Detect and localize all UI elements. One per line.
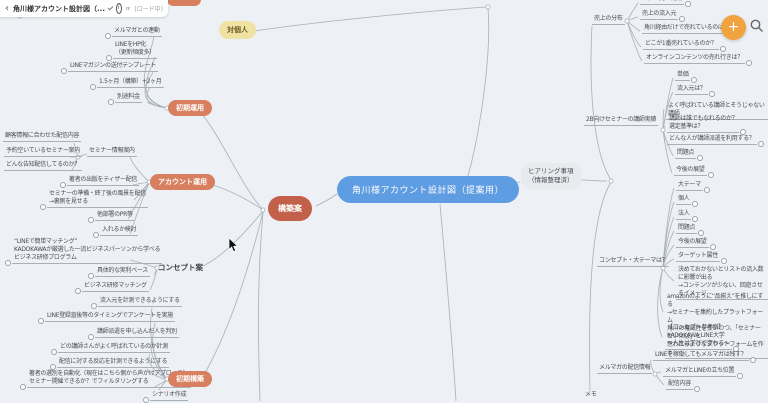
hub-shoki-unyo[interactable]: 初期運用 bbox=[168, 100, 212, 116]
branch-kochikuan[interactable]: 構築案 bbox=[268, 196, 312, 221]
mindmap-leaf[interactable]: 単価 bbox=[675, 71, 699, 83]
hub-concept-an[interactable]: コンセプト案 bbox=[158, 263, 203, 272]
document-toolbar: ‹ 角川様アカウント設計図（... i (ロード中) bbox=[0, 0, 168, 17]
mindmap-leaf[interactable]: 問題点 bbox=[675, 149, 704, 161]
mindmap-leaf[interactable]: 入れるか検討 bbox=[92, 226, 139, 238]
mindmap-leaf[interactable]: ビジネス研修マッチング bbox=[75, 282, 149, 294]
mindmap-leaf[interactable]: 売上の流入元 bbox=[640, 10, 686, 22]
cloud-upload-icon bbox=[125, 6, 131, 10]
mindmap-parent[interactable]: 売上の分布 bbox=[592, 15, 625, 25]
mindmap-leaf[interactable]: 個人 bbox=[676, 195, 700, 207]
mindmap-leaf[interactable]: どんな告知配信してるのか？ bbox=[4, 161, 82, 171]
mindmap-leaf[interactable]: 配信内容 bbox=[666, 380, 700, 392]
mindmap-leaf[interactable]: メルマガとLINEの立ち位置 bbox=[663, 367, 744, 379]
mindmap-leaf[interactable]: どの講師さんがよく呼ばれているのか計測 bbox=[51, 343, 170, 355]
mindmap-leaf[interactable]: よく呼ばれている講師とそうじゃない講師 bbox=[666, 102, 768, 120]
mindmap-leaf[interactable]: 講師派遣を申し込んだ人を判別 bbox=[88, 328, 179, 340]
mindmap-leaf[interactable]: LINEマガジンの送付テンプレート bbox=[60, 62, 159, 74]
mindmap-leaf[interactable]: LINE登録直後等のタイミングでアンケートを実施 bbox=[38, 312, 175, 324]
memo-node[interactable]: メモ bbox=[585, 391, 597, 398]
mindmap-leaf[interactable]: 上位の売上構成 bbox=[640, 0, 691, 7]
mindmap-leaf[interactable]: 流入元は？ bbox=[675, 85, 714, 97]
mindmap-leaf[interactable]: オンラインコンテンツの売れ行きは？ bbox=[644, 54, 752, 66]
mindmap-leaf[interactable]: 流入元を計測できるようにする bbox=[91, 297, 182, 309]
mindmap-leaf[interactable]: 問題点 bbox=[676, 224, 705, 236]
back-button[interactable]: ‹ bbox=[5, 2, 9, 14]
mindmap-leaf[interactable]: 【コンセプト参考案】 KADOKAWA LINE大学 〜人生は学びで変わる〜 bbox=[665, 324, 739, 352]
mindmap-leaf[interactable]: 配信に対する反応を計測できるようにする bbox=[49, 358, 170, 370]
mindmap-subparent[interactable]: セミナー情報案内 bbox=[87, 147, 137, 157]
mindmap-leaf[interactable]: “LINEで簡単マッチング” KADOKAWAが厳選した一流ビジネスパーソンから… bbox=[4, 238, 163, 266]
mindmap-leaf[interactable]: 別途料金 bbox=[108, 93, 142, 105]
mindmap-leaf[interactable]: 今後の展望 bbox=[674, 166, 713, 178]
hearing-line1: ヒアリング事項 bbox=[528, 167, 574, 175]
mindmap-leaf[interactable]: LINEを稼働してもメルマガは残す？ bbox=[653, 351, 755, 363]
mindmap-leaf[interactable]: セミナーの準備・終了後の風景を配信 →裏側を見せる bbox=[40, 190, 148, 210]
mindmap-leaf[interactable]: 顧客情報に合わせた配信内容 bbox=[3, 132, 82, 142]
mindmap-leaf[interactable]: 著者の出版をティザー配信 bbox=[59, 176, 140, 188]
mindmap-parent[interactable]: コンセプト・大テーマは？ bbox=[597, 257, 670, 267]
hub-account-unyo[interactable]: アカウント運用 bbox=[150, 174, 215, 190]
hearing-node[interactable]: ヒアリング事項 （情報整理済） bbox=[521, 163, 581, 189]
document-title[interactable]: 角川様アカウント設計図（... bbox=[13, 4, 105, 13]
mindmap-leaf[interactable]: 1.5ヶ月（構築）+2ヶ月 bbox=[90, 78, 164, 90]
mindmap-leaf[interactable]: 今後の展望 bbox=[676, 238, 715, 250]
mindmap-leaf[interactable]: 著者の選別を自動化（現在はこちら側から声かけアプローチ） セミナー開催できるか？… bbox=[20, 370, 191, 390]
mindmap-leaf[interactable]: メルマガとの連動 bbox=[105, 27, 162, 39]
hub-shoki-kochiku[interactable]: 初期構築 bbox=[168, 371, 212, 387]
mouse-cursor bbox=[228, 238, 239, 253]
info-icon[interactable]: i bbox=[115, 3, 122, 14]
mindmap-leaf[interactable]: どんな人が講師派遣を利用する？ bbox=[667, 135, 763, 147]
add-node-button[interactable]: + bbox=[721, 15, 746, 40]
mindmap-leaf[interactable]: 他部署のPR等 bbox=[88, 211, 135, 223]
hearing-line2: （情報整理済） bbox=[528, 176, 574, 184]
search-icon[interactable] bbox=[749, 18, 765, 34]
mindmap-leaf[interactable]: 決めておかないとリストの流入数に影響が出る →コンテンツが少ない、回遊させるイメ… bbox=[676, 266, 768, 300]
chevron-down-icon[interactable] bbox=[107, 4, 114, 11]
mindmap-parent[interactable]: メルマガの配信情報 bbox=[597, 364, 653, 374]
loading-status: (ロード中) bbox=[134, 6, 163, 13]
mindmap-parent[interactable]: 2B向けセミナーの講師実績 bbox=[584, 116, 659, 126]
mindmap-leaf[interactable]: 講師は誰でもなれるのか？ 選定基準は？ bbox=[667, 115, 747, 135]
taikojin-tag[interactable]: 対個人 bbox=[219, 21, 256, 39]
mindmap-leaf[interactable]: 角川経由だけで売れているのは？ bbox=[642, 24, 739, 36]
mindmap-leaf[interactable]: 具体的な実利ベース bbox=[87, 267, 151, 279]
mindmap-leaf[interactable]: 予約空いているセミナー案内 bbox=[4, 147, 82, 157]
mindmap-leaf[interactable]: LINEをHP化 （更新頻度多） bbox=[106, 41, 157, 61]
mindmap-leaf[interactable]: amazonのように“品揃え”を推しにする →セミナーを集約したプラットフォーム… bbox=[665, 293, 768, 359]
root-node[interactable]: 角川様アカウント設計図（提案用） bbox=[337, 176, 520, 203]
mindmap-leaf[interactable]: 大テーマ bbox=[676, 181, 710, 193]
mindmap-leaf[interactable]: シナリオ作成 bbox=[142, 391, 189, 403]
mindmap-leaf[interactable]: ターゲット属性 bbox=[676, 252, 727, 264]
clipped-branch-node[interactable] bbox=[167, 0, 201, 6]
mindmap-leaf[interactable]: どこが1番売れているのか？ bbox=[643, 40, 726, 52]
mindmap-leaf[interactable]: 法人 bbox=[676, 210, 700, 222]
